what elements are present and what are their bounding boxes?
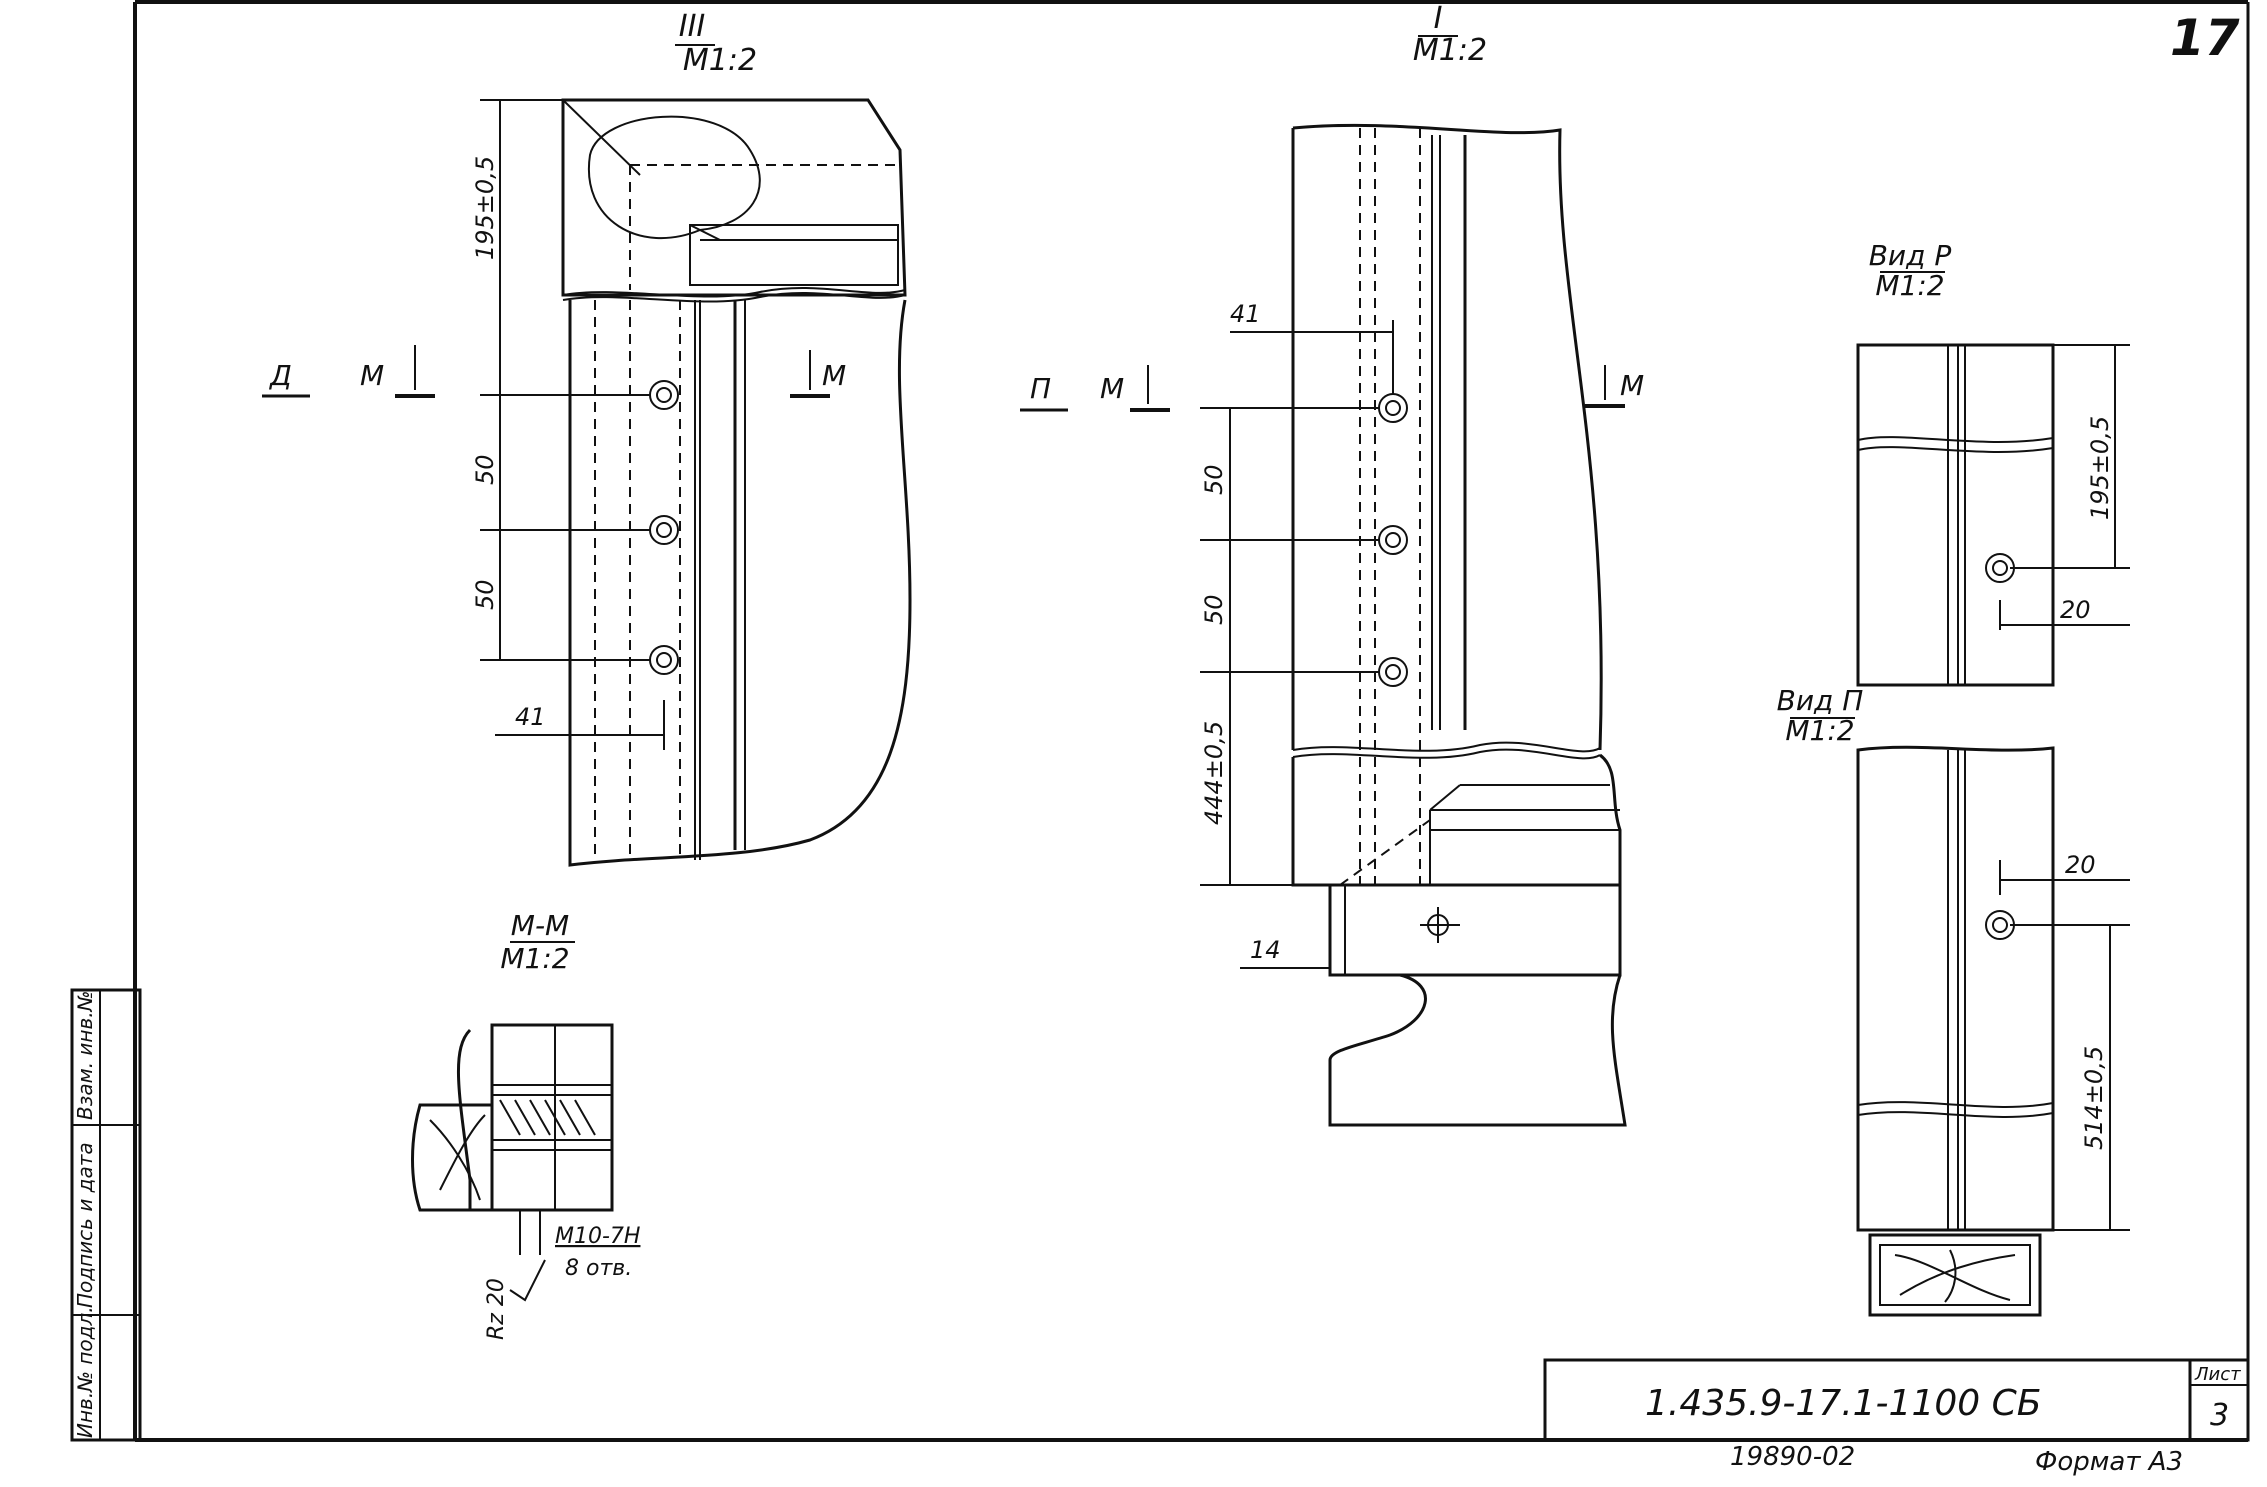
hole-i-1 — [1378, 393, 1408, 423]
section-mark-m-left: M — [360, 359, 384, 392]
view-r-title: Вид Р — [1869, 239, 1952, 272]
detail-iii-title: III — [679, 9, 706, 44]
dim-iii-gap2: 50 — [471, 579, 499, 610]
detail-iii-scale: M1:2 — [683, 43, 757, 78]
dim-iii-gap1: 50 — [471, 454, 499, 485]
hole-r — [1985, 553, 2015, 583]
dim-p-offset: 20 — [2065, 851, 2096, 879]
format-label: Формат А3 — [2035, 1447, 2183, 1477]
section-mark-m-i-left: M — [1100, 372, 1124, 405]
section-arrow-p-label: П — [1030, 372, 1051, 405]
section-m-m: M-M M1:2 M10-7H 8 отв. Rz 20 — [411, 909, 640, 1340]
section-mark-m-right: M — [822, 359, 846, 392]
hole-iii-3 — [649, 645, 679, 675]
stamp-col-replace: Взам. инв.№ — [73, 991, 97, 1120]
dim-p-bottom: 514±0,5 — [2080, 1046, 2108, 1150]
hole-p — [1985, 910, 2015, 940]
sheet-label: Лист — [2194, 1364, 2241, 1385]
view-r: Вид Р M1:2 195±0,5 20 — [1856, 239, 2130, 687]
dim-iii-offset: 41 — [515, 703, 546, 731]
corner-sheet-number: 17 — [2170, 9, 2240, 67]
hole-i-2 — [1378, 525, 1408, 555]
section-roughness: Rz 20 — [484, 1278, 509, 1340]
view-p: Вид П M1:2 20 514±0,5 — [1777, 684, 2130, 1317]
hole-iii-1 — [649, 380, 679, 410]
dim-i-ledge: 14 — [1250, 936, 1281, 964]
detail-i: I M1:2 — [1020, 1, 1644, 1127]
designation: 1.435.9-17.1-1100 СБ — [1645, 1383, 2041, 1424]
hole-i-3 — [1378, 657, 1408, 687]
sheet-frame — [133, 0, 2250, 1442]
detail-i-scale: M1:2 — [1413, 33, 1487, 68]
dim-i-bottom: 444±0,5 — [1200, 721, 1228, 825]
dim-i-offset: 41 — [1230, 300, 1261, 328]
section-arrow-d-label: Д — [268, 359, 292, 392]
dim-i-gap2: 50 — [1200, 594, 1228, 625]
view-r-scale: M1:2 — [1875, 269, 1944, 302]
dim-i-gap1: 50 — [1200, 464, 1228, 495]
section-holes: 8 отв. — [565, 1256, 632, 1281]
hole-iii-2 — [649, 515, 679, 545]
left-stamp: Взам. инв.№ Подпись и дата Инв.№ подл. — [70, 988, 142, 1442]
archive-number: 19890-02 — [1730, 1442, 1855, 1472]
dim-r-offset: 20 — [2060, 596, 2091, 624]
title-block: 1.435.9-17.1-1100 СБ Лист 3 — [1543, 1358, 2250, 1442]
section-mark-m-i-right: M — [1620, 369, 1644, 402]
stamp-col-inventory: Инв.№ подл. — [73, 1306, 97, 1438]
dim-r-top: 195±0,5 — [2086, 416, 2114, 520]
view-p-scale: M1:2 — [1785, 714, 1854, 747]
dim-iii-top: 195±0,5 — [471, 156, 499, 260]
stamp-col-signature: Подпись и дата — [73, 1142, 97, 1308]
section-mm-title: M-M — [511, 909, 569, 942]
section-mm-scale: M1:2 — [500, 942, 569, 975]
view-p-title: Вид П — [1777, 684, 1864, 717]
detail-iii: III M1:2 — [262, 9, 912, 867]
detail-i-title: I — [1434, 1, 1443, 36]
sheet-value: 3 — [2210, 1398, 2229, 1433]
section-thread: M10-7H — [555, 1224, 640, 1249]
